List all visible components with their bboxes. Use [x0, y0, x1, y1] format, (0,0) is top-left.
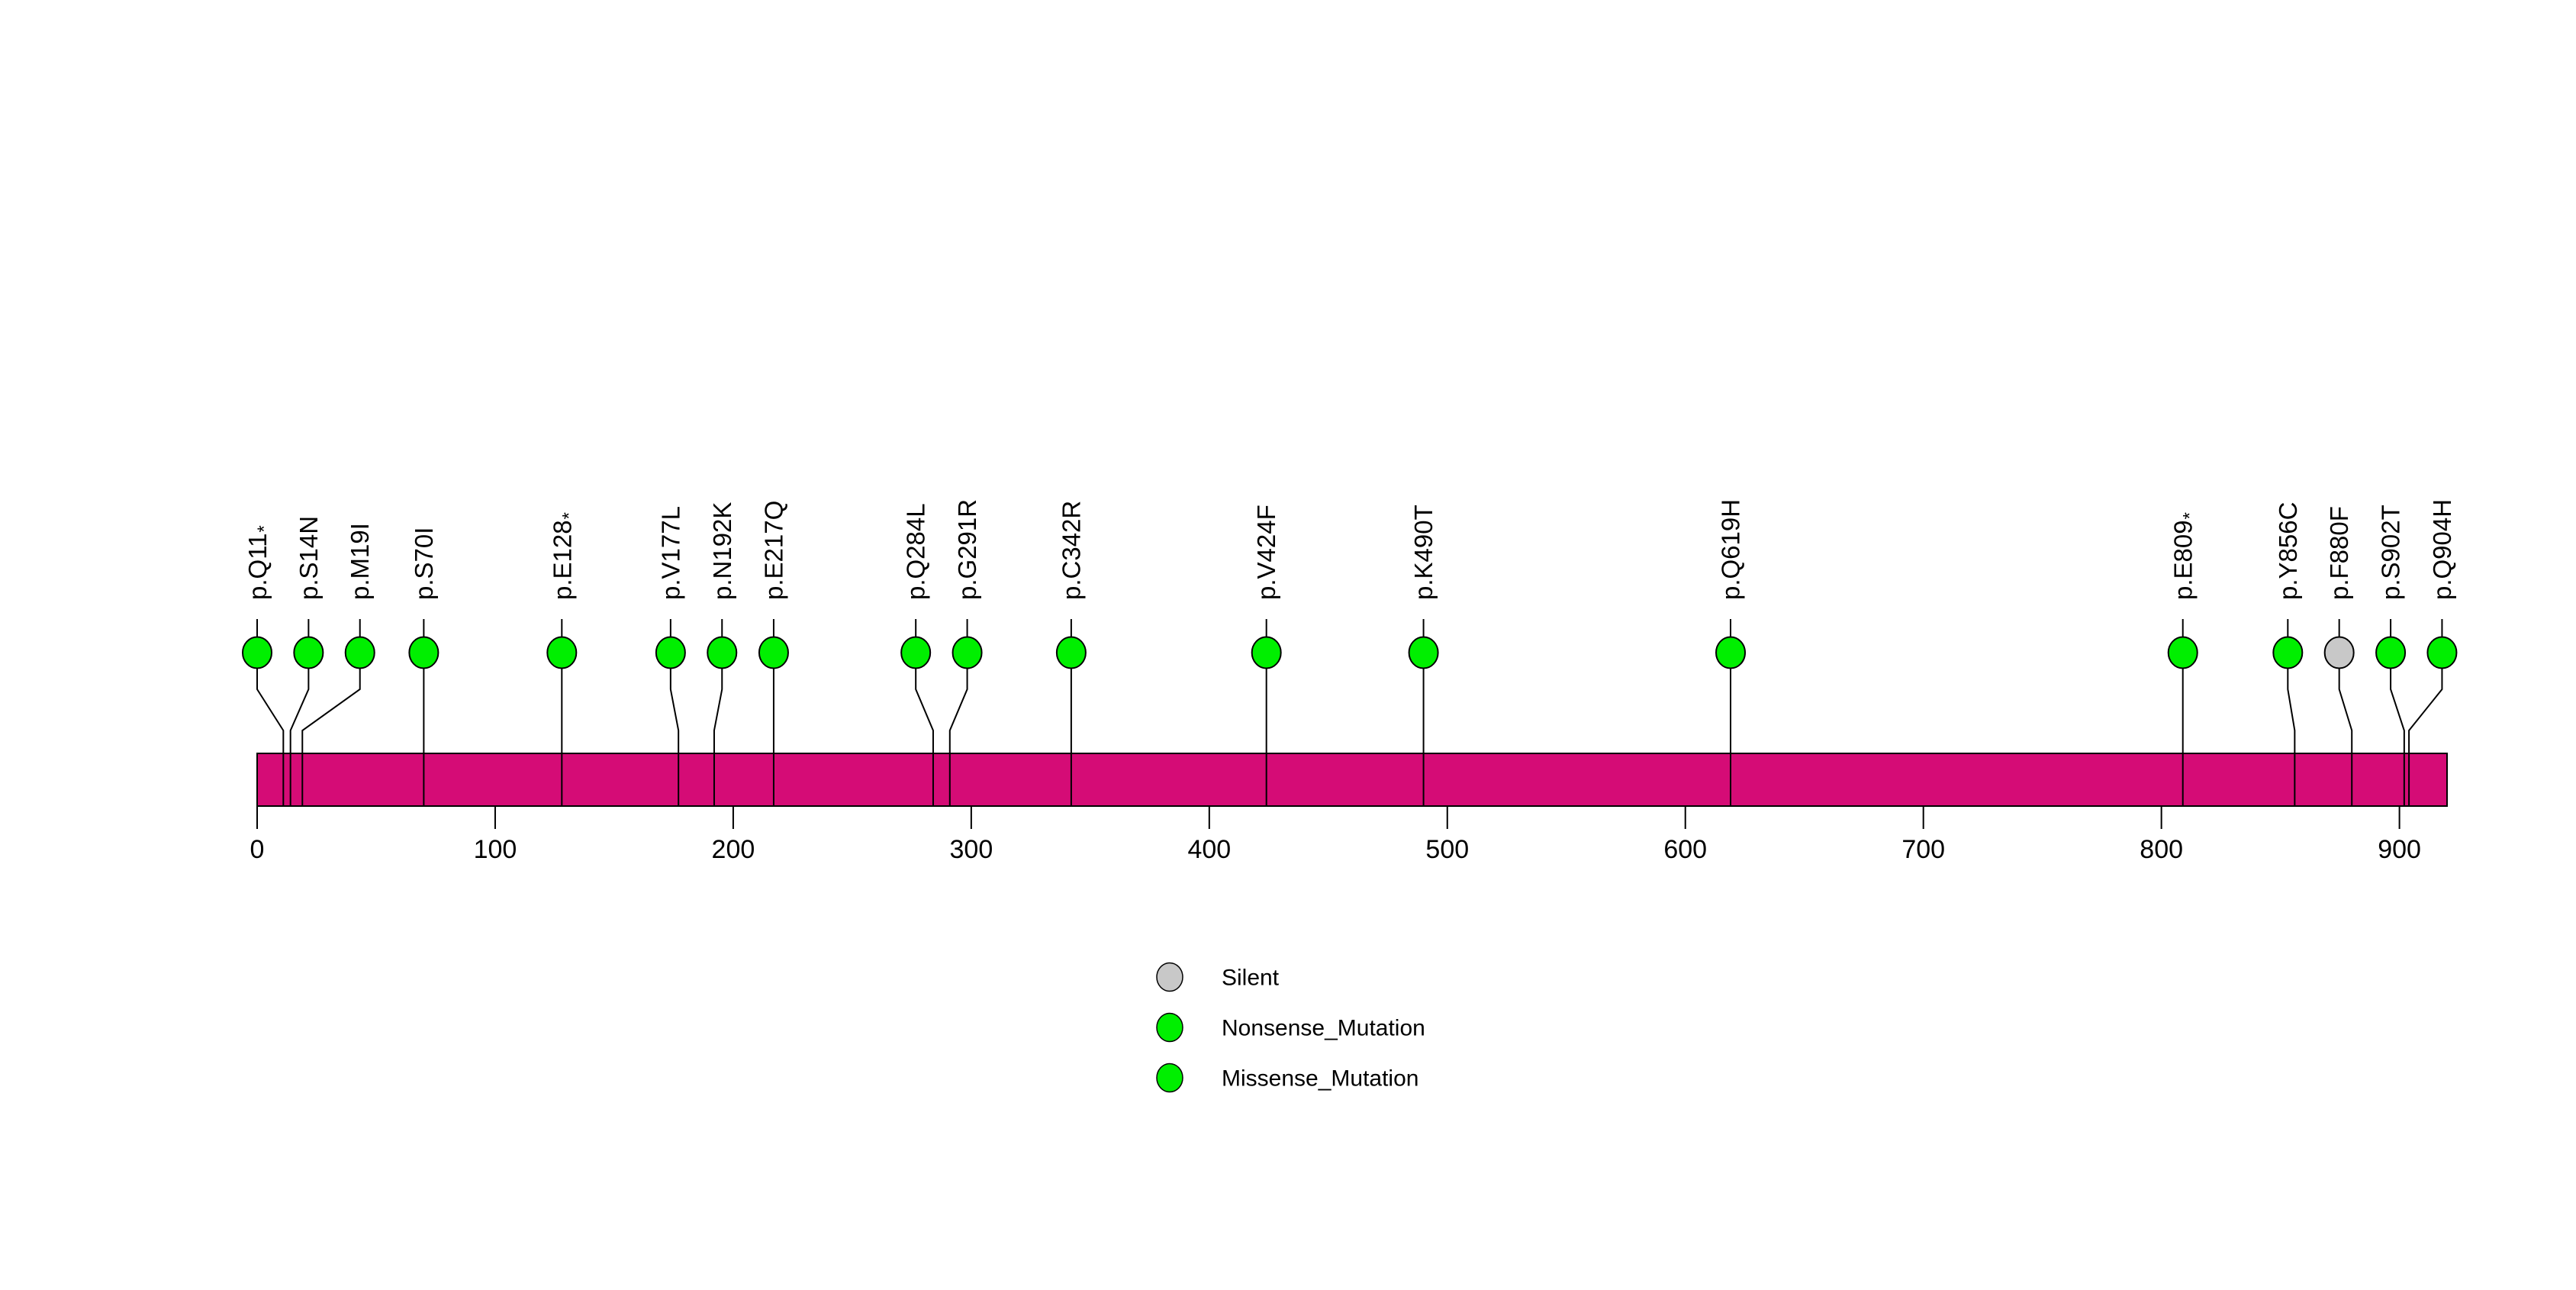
mutation-marker: [546, 636, 578, 669]
legend-label: Silent: [1222, 966, 1280, 991]
legend-label: Missense_Mutation: [1222, 1066, 1418, 1092]
axis-tick-label: 300: [950, 835, 993, 864]
axis-tick-label: 0: [250, 835, 265, 864]
mutation-label: p.M19I: [346, 523, 374, 600]
legend-marker: [1156, 1063, 1183, 1093]
mutation-marker: [655, 636, 686, 669]
mutation-marker: [1715, 636, 1747, 669]
mutation-marker: [2272, 636, 2304, 669]
axis-tick-label: 800: [2140, 835, 2183, 864]
mutation-label: p.V177L: [656, 506, 684, 600]
mutation-marker: [293, 636, 324, 669]
axis-tick-label: 400: [1187, 835, 1231, 864]
mutation-marker: [900, 636, 932, 669]
mutation-marker: [1055, 636, 1087, 669]
mutation-marker: [2323, 636, 2355, 669]
protein-bar: [256, 753, 2448, 807]
axis-tick-label: 200: [712, 835, 755, 864]
mutation-marker: [408, 636, 440, 669]
axis-tick-label: 100: [474, 835, 517, 864]
axis-tick-label: 600: [1663, 835, 1707, 864]
axis-tick-label: 500: [1425, 835, 1469, 864]
mutation-label: p.E217Q: [759, 501, 787, 600]
mutation-marker: [344, 636, 375, 669]
mutation-label: p.V424F: [1252, 505, 1280, 600]
mutation-marker: [952, 636, 983, 669]
axis-tick-label: 700: [1901, 835, 1945, 864]
mutation-marker: [2426, 636, 2458, 669]
axis-tick-label: 900: [2378, 835, 2421, 864]
mutation-marker: [707, 636, 738, 669]
mutation-label: p.Y856C: [2274, 502, 2302, 600]
legend-marker: [1156, 962, 1183, 992]
legend-label: Nonsense_Mutation: [1222, 1016, 1425, 1041]
mutation-label: p.Q11*: [243, 525, 275, 600]
mutation-marker: [1251, 636, 1282, 669]
mutation-label: p.C342R: [1057, 501, 1085, 600]
mutation-label: p.E809*: [2169, 512, 2200, 600]
mutation-label: p.F880F: [2325, 506, 2353, 600]
mutation-label: p.S14N: [295, 516, 323, 600]
mutation-marker: [758, 636, 789, 669]
mutation-label: p.Q619H: [1717, 499, 1745, 600]
mutation-marker: [2167, 636, 2198, 669]
mutation-label: p.Q284L: [902, 503, 930, 600]
mutation-label: p.N192K: [708, 502, 736, 600]
mutation-marker: [2375, 636, 2407, 669]
legend-marker: [1156, 1012, 1183, 1043]
mutation-label: p.Q904H: [2428, 499, 2456, 600]
mutation-label: p.G291R: [953, 499, 981, 600]
mutation-label: p.K490T: [1409, 505, 1438, 600]
mutation-label: p.S70I: [410, 527, 438, 600]
mutation-marker: [242, 636, 272, 669]
mutation-label: p.E128*: [548, 512, 579, 600]
mutation-label: p.S902T: [2377, 505, 2405, 600]
mutation-marker: [1408, 636, 1439, 669]
